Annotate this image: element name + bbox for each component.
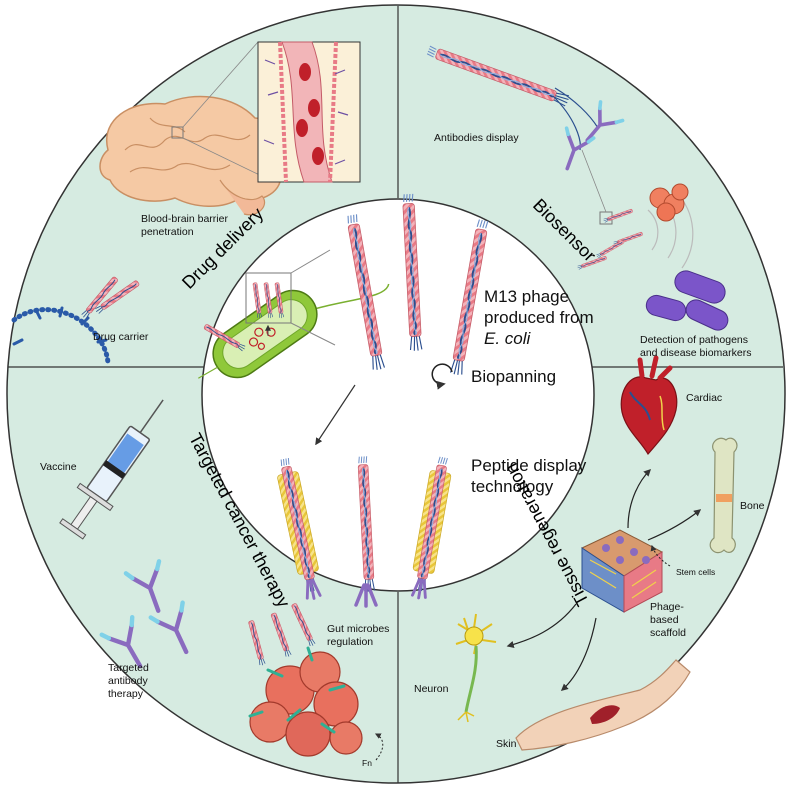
phage-label-line2: produced from <box>484 308 594 327</box>
gut-label-line2: regulation <box>327 636 374 648</box>
detection-label-line2: and disease biomarkers <box>640 347 752 359</box>
detection-label-line1: Detection of pathogens <box>640 334 748 346</box>
bbb-label-line1: Blood-brain barrier <box>141 213 228 225</box>
peptide-label-line2: technology <box>471 477 554 496</box>
skin-icon <box>515 659 691 751</box>
gut-label: Gut microbes regulation <box>327 623 389 649</box>
gut-label-line1: Gut microbes <box>327 623 390 635</box>
drug-carrier-label: Drug carrier <box>93 331 149 343</box>
detection-label: Detection of pathogens and disease bioma… <box>640 334 751 360</box>
peptide-label-line1: Peptide display <box>471 456 587 475</box>
phage-label-line1: M13 phage <box>484 287 570 306</box>
bbb-label-line2: penetration <box>141 226 194 238</box>
drug-carrier-icon <box>11 275 141 368</box>
vaccine-label: Vaccine <box>40 461 77 473</box>
neuron-label: Neuron <box>414 683 449 695</box>
scaffold-label-line1: Phage- <box>650 601 684 613</box>
arrow <box>315 384 356 446</box>
stem-cells-label: Stem cells <box>676 567 716 577</box>
scaffold-label-line2: based <box>650 614 679 626</box>
syringe-icon <box>59 399 164 540</box>
fn-label: Fn <box>362 758 372 768</box>
cell-cluster-icon <box>649 183 689 222</box>
antibody-therapy-label-line2: antibody <box>108 675 148 687</box>
biopanning-label: Biopanning <box>471 367 557 386</box>
phage-label: M13 phage produced from E. coli <box>484 286 594 349</box>
heart-icon <box>620 355 678 456</box>
bbb-label: Blood-brain barrier penetration <box>141 213 228 239</box>
skin-label: Skin <box>496 738 517 750</box>
bone-icon <box>709 437 738 554</box>
scaffold-label-line3: scaffold <box>650 627 686 639</box>
pathogen-icon <box>645 270 729 331</box>
cardiac-label: Cardiac <box>686 392 723 404</box>
antibody-therapy-label: Targeted antibody therapy <box>108 662 149 701</box>
bone-label: Bone <box>740 500 765 512</box>
scaffold-icon <box>580 529 664 613</box>
phage-label-line3: E. coli <box>484 329 531 348</box>
peptide-label: Peptide display technology <box>471 455 586 497</box>
antibodies-display-label: Antibodies display <box>434 132 519 144</box>
neuron-icon <box>455 613 497 723</box>
scaffold-label: Phage- based scaffold <box>650 601 686 640</box>
cycle-arrow-icon <box>431 363 453 390</box>
antibodies-display-icon <box>425 44 625 176</box>
tumor-icon <box>248 646 363 757</box>
blood-vessel-icon <box>257 41 361 183</box>
zoom-box <box>245 272 292 324</box>
antibody-therapy-label-line3: therapy <box>108 688 144 700</box>
antibody-therapy-label-line1: Targeted <box>108 662 149 674</box>
